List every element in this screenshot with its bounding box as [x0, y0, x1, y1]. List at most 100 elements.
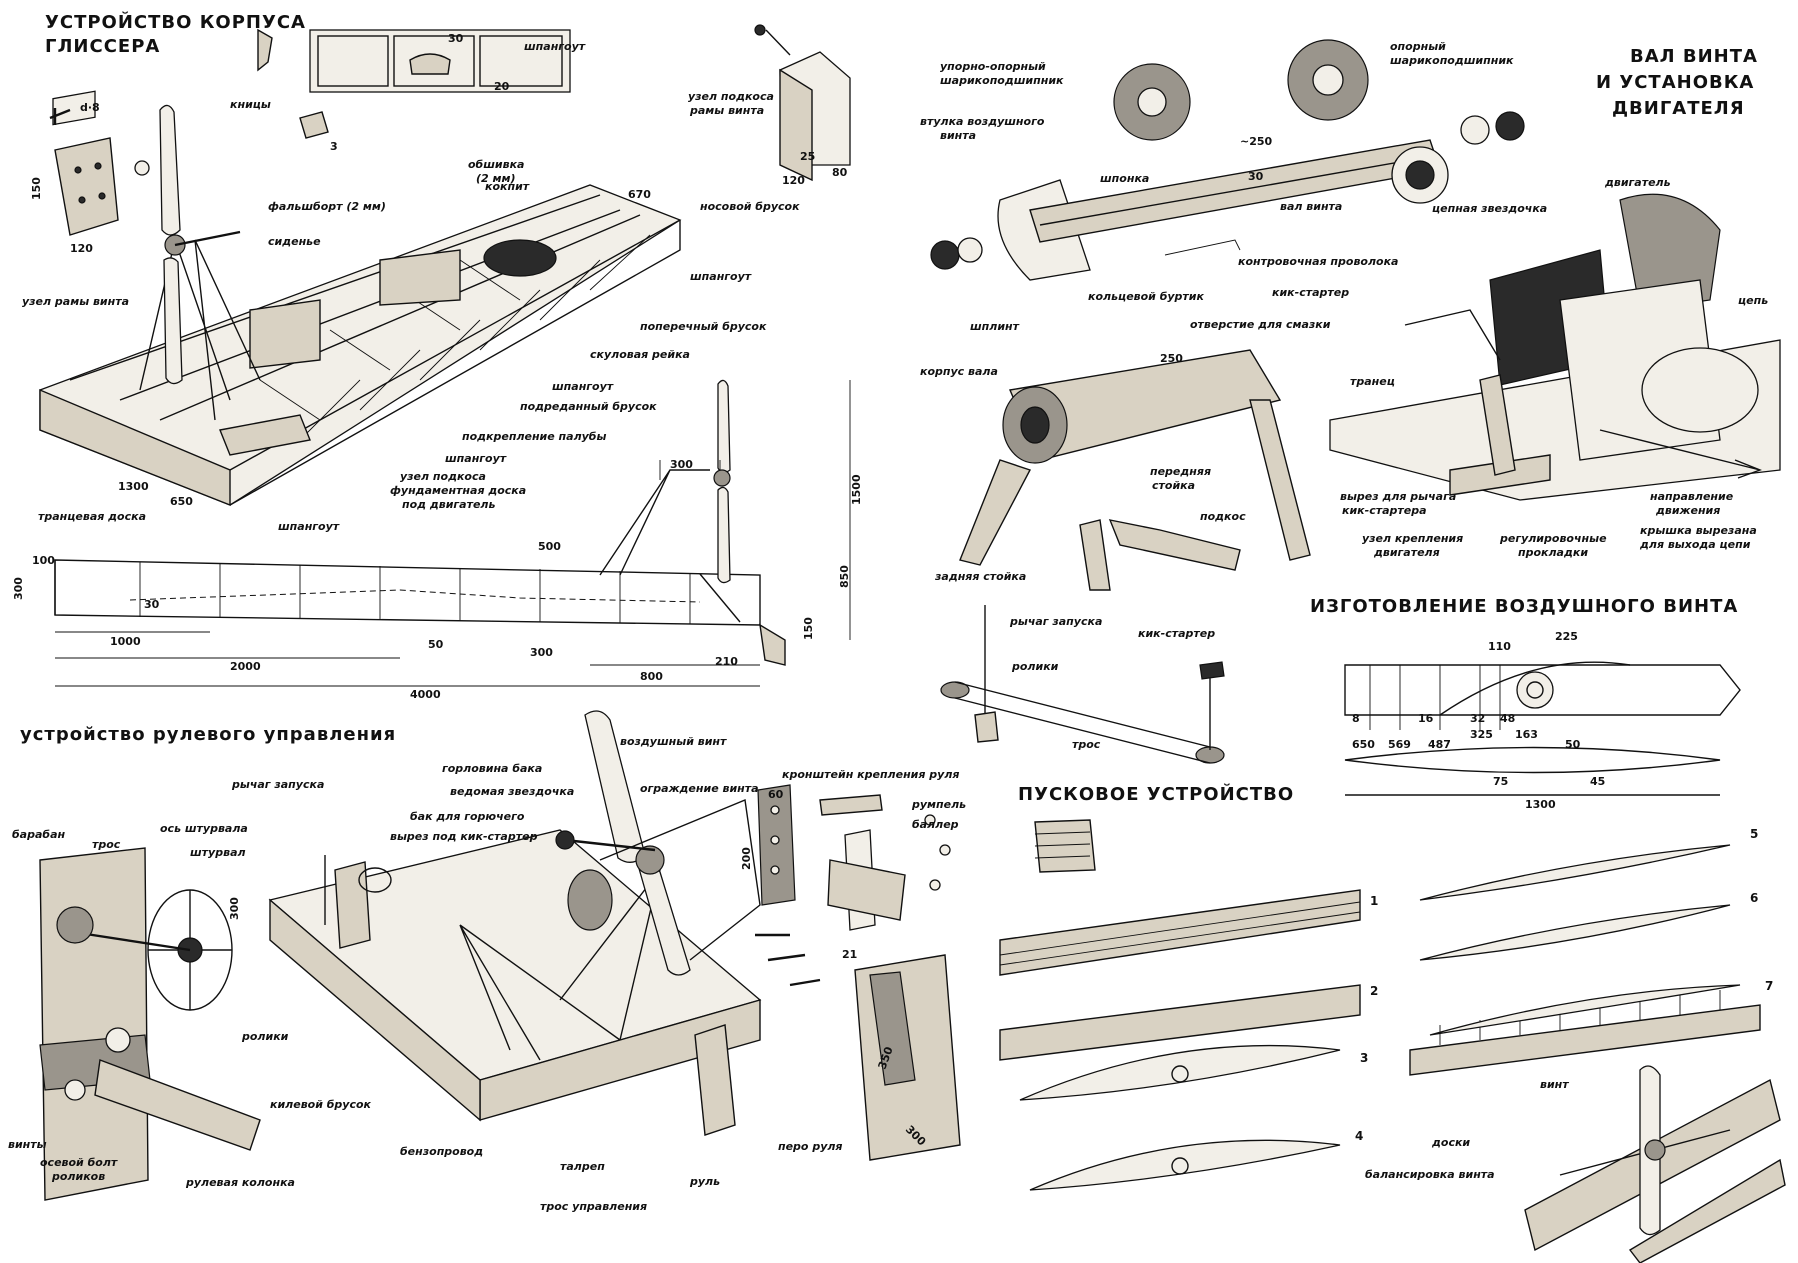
label-falshbort: фальшборт (2 мм) — [268, 200, 386, 213]
dim-300-top: 300 — [670, 458, 693, 471]
label-osevoy-2: роликов — [51, 1170, 105, 1183]
label-fundamentnaya-1: фундаментная доска — [390, 484, 526, 497]
label-nosovoy-brusok: носовой брусок — [700, 200, 800, 213]
dim-prop-487: 487 — [1428, 738, 1451, 751]
label-vyrez-pod: вырез под кик-стартер — [390, 830, 538, 843]
steering-hull-drawing: рычаг запуска горловина бака ведомая зве… — [231, 710, 762, 1213]
steering-column-drawing: барабан трос ось штурвала штурвал 300 ро… — [8, 822, 372, 1201]
label-skulovaya-reyka: скуловая рейка — [590, 348, 690, 361]
label-rychag-zapuska: рычаг запуска — [231, 778, 324, 791]
label-perednyaya-2: стойка — [1152, 479, 1195, 492]
step-4: 4 — [1355, 1129, 1363, 1143]
hull-side-elevation: 300 1500 850 100 300 500 30 50 300 210 1… — [12, 379, 863, 701]
label-obshivka-2: (2 мм) — [476, 172, 516, 185]
label-vinty: винты — [8, 1138, 47, 1151]
step-6: 6 — [1750, 891, 1758, 905]
label-rul: руль — [689, 1175, 720, 1188]
starter-title: ПУСКОВОЕ УСТРОЙСТВО — [1018, 783, 1294, 805]
label-osevoy-1: осевой болт — [40, 1156, 118, 1169]
label-starter-kik: кик-стартер — [1138, 627, 1215, 640]
dim-1300: 1300 — [118, 480, 149, 493]
shaft-title-line2: И УСТАНОВКА — [1596, 72, 1754, 93]
dim-30b: 30 — [144, 598, 160, 611]
dim-1000: 1000 — [110, 635, 141, 648]
label-kilevoy: килевой брусок — [270, 1098, 372, 1111]
dim-210: 210 — [715, 655, 738, 668]
dim-prop-48: 48 — [1500, 712, 1515, 725]
dim-prop-8: 8 — [1352, 712, 1360, 725]
engine-installation: двигатель кик-стартер цепь транец вырез … — [1272, 176, 1781, 559]
label-knitsy: кницы — [230, 98, 271, 111]
dim-850: 850 — [838, 565, 851, 588]
label-regulirovochnye-2: прокладки — [1518, 546, 1588, 559]
dim-prop-32: 32 — [1470, 712, 1485, 725]
dim-120: 120 — [70, 242, 93, 255]
dim-steer-300: 300 — [228, 897, 241, 920]
label-obshivka-1: обшивка — [468, 158, 524, 171]
label-sidenye: сиденье — [268, 235, 321, 248]
label-vedomaya: ведомая звездочка — [450, 785, 574, 798]
label-koltsevoy-burtik: кольцевой буртик — [1088, 290, 1205, 303]
label-starter-rychag: рычаг запуска — [1009, 615, 1102, 628]
label-kik-starter: кик-стартер — [1272, 286, 1349, 299]
label-vtulka-1: втулка воздушного — [920, 115, 1045, 128]
label-fundamentnaya-2: под двигатель — [402, 498, 495, 511]
label-bak: бак для горючего — [410, 810, 525, 823]
dim-shaft-30: 30 — [1248, 170, 1264, 183]
label-uzel-krepleniya-2: двигателя — [1373, 546, 1440, 559]
label-os-shturvala: ось штурвала — [160, 822, 248, 835]
label-rumpel: румпель — [911, 798, 966, 811]
dim-prop-45: 45 — [1590, 775, 1605, 788]
dim-670: 670 — [628, 188, 651, 201]
dim-300b: 300 — [12, 577, 25, 600]
label-shplint: шплинт — [970, 320, 1020, 333]
label-starter-tros: трос — [1072, 738, 1101, 751]
dim-shaft-250: ~250 — [1240, 135, 1273, 148]
label-shpangout-1: шпангоут — [690, 270, 752, 283]
bracket-node-detail: узел подкоса рамы винта 25 80 120 — [688, 24, 851, 187]
label-tsep: цепь — [1738, 294, 1768, 307]
label-podredanny-brusok: подреданный брусок — [520, 400, 657, 413]
label-shpangout-4: шпангоут — [278, 520, 340, 533]
dim-prop-163: 163 — [1515, 728, 1538, 741]
label-benzoprovod: бензопровод — [400, 1145, 483, 1158]
dim-rudder-21: 21 — [842, 948, 857, 961]
hull-section: УСТРОЙСТВО КОРПУСА ГЛИССЕРА d·8 150 120 … — [12, 11, 863, 701]
dim-650: 650 — [170, 495, 193, 508]
label-regulirovochnye-1: регулировочные — [1499, 532, 1607, 545]
step-1: 1 — [1370, 894, 1378, 908]
step-2: 2 — [1370, 984, 1378, 998]
label-uporno-opornyy-1: упорно-опорный — [940, 60, 1046, 73]
label-korpus-vala: корпус вала — [920, 365, 998, 378]
step-3: 3 — [1360, 1051, 1368, 1065]
label-uzel-ramy-vinta: узел рамы винта — [22, 295, 129, 308]
label-napravlenie-2: движения — [1655, 504, 1720, 517]
label-perednyaya-1: передняя — [1150, 465, 1211, 478]
dim-50: 50 — [428, 638, 444, 651]
dim-4000: 4000 — [410, 688, 441, 701]
dim-rudder-200: 200 — [740, 847, 753, 870]
label-uzel-podkosa: узел подкоса — [400, 470, 486, 483]
frame-detail: кницы 30 20 3 шпангоут — [230, 28, 586, 153]
shaft-section: ВАЛ ВИНТА И УСТАНОВКА ДВИГАТЕЛЯ упорно-о… — [920, 39, 1781, 591]
label-dvigatel: двигатель — [1604, 176, 1671, 189]
label-kontrovochnaya: контровочная проволока — [1238, 255, 1398, 268]
label-baller: баллер — [912, 818, 959, 831]
shaft-title-line1: ВАЛ ВИНТА — [1630, 46, 1758, 67]
label-tros-upravleniya: трос управления — [540, 1200, 647, 1213]
label-shpangout-top: шпангоут — [524, 40, 586, 53]
dim-150: 150 — [30, 177, 43, 200]
label-tros-steer: трос — [92, 838, 121, 851]
label-kronshteyn: кронштейн крепления руля — [782, 768, 959, 781]
dim-prop-50: 50 — [1565, 738, 1581, 751]
dim-prop-650: 650 — [1352, 738, 1375, 751]
label-uzel-podkosa-ramy-2: рамы винта — [689, 104, 764, 117]
label-opornyy-2: шарикоподшипник — [1390, 54, 1514, 67]
dim-prop-1300: 1300 — [1525, 798, 1556, 811]
label-trantsevaya: транцевая доска — [38, 510, 146, 523]
dim-rudder-60: 60 — [768, 788, 784, 801]
dim-100: 100 — [32, 554, 55, 567]
dim-prop-110: 110 — [1488, 640, 1511, 653]
steering-section: устройство рулевого управления барабан т… — [8, 710, 966, 1213]
